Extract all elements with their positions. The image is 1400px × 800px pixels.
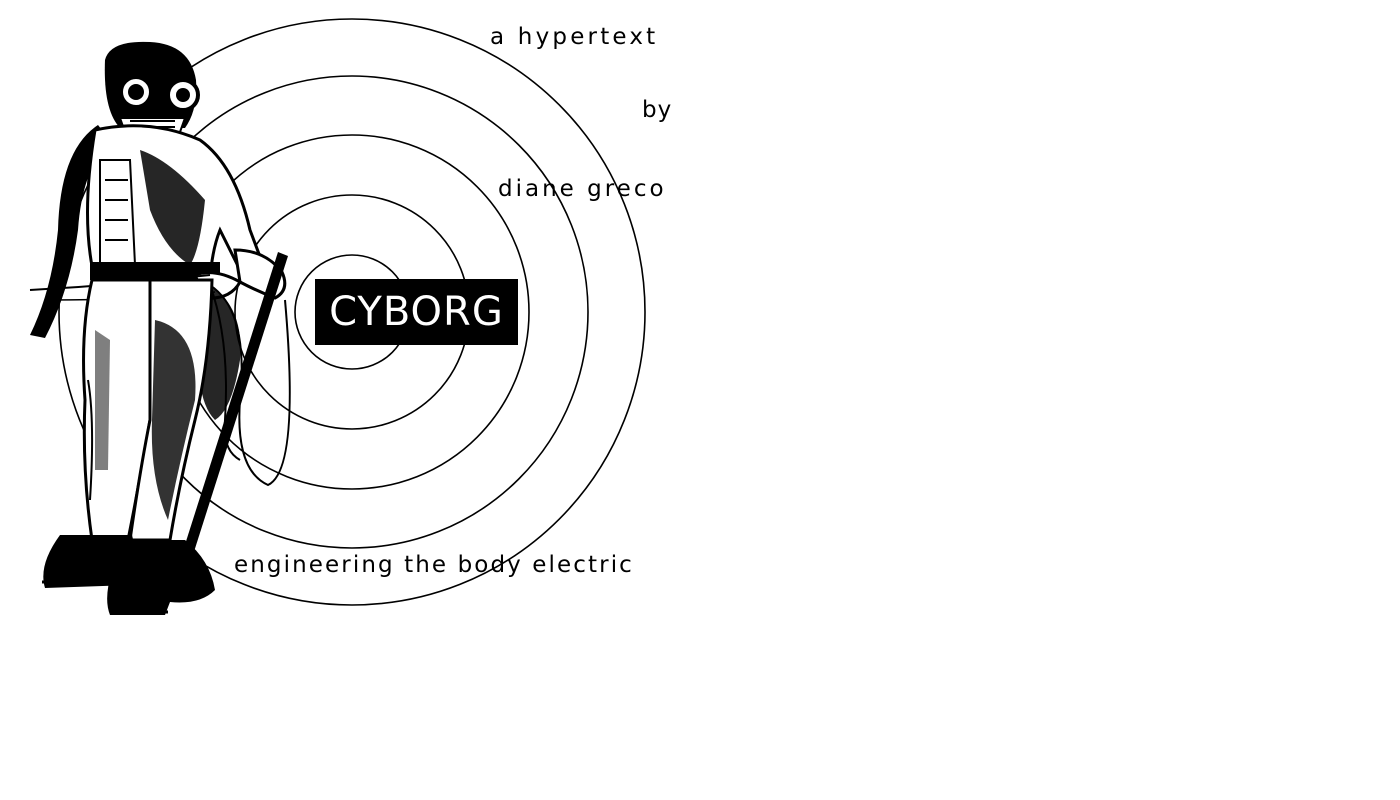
title-text: CYBORG (329, 289, 504, 335)
title-box: CYBORG (315, 279, 518, 345)
diver-figure-icon (29, 41, 291, 615)
author-name: diane greco (498, 176, 667, 202)
tagline-text: engineering the body electric (234, 552, 634, 578)
byline-text: by (642, 97, 673, 123)
subtitle-text: a hypertext (490, 24, 659, 50)
